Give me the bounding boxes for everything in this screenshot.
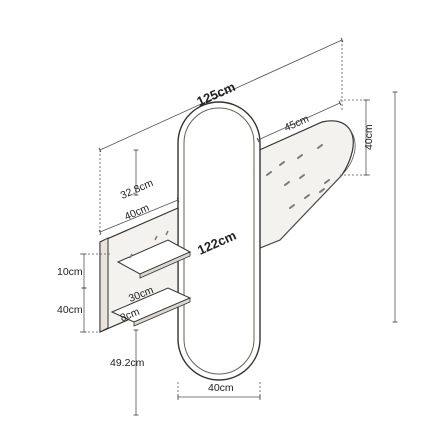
hook	[297, 154, 303, 159]
hook	[304, 194, 310, 199]
hook	[279, 161, 285, 166]
hook	[289, 204, 295, 209]
shelf-offset-label: 32.8cm	[119, 177, 156, 202]
mirror-width-label: 40cm	[208, 382, 234, 394]
hook	[284, 181, 290, 186]
dimension-lines	[80, 37, 398, 416]
hook	[319, 188, 325, 193]
coat-rack-panel	[254, 120, 356, 251]
floor-offset-label: 49.2cm	[110, 357, 145, 369]
shelf-spacing-label: 10cm	[57, 266, 83, 278]
hook	[299, 174, 305, 179]
rack-height-label: 40cm	[363, 124, 375, 150]
shelf-unit-height-label: 40cm	[57, 304, 83, 316]
hook	[266, 171, 272, 176]
hook	[324, 179, 330, 184]
shelf-unit-width-label: 40cm	[123, 202, 152, 224]
shelf-unit	[99, 207, 192, 333]
